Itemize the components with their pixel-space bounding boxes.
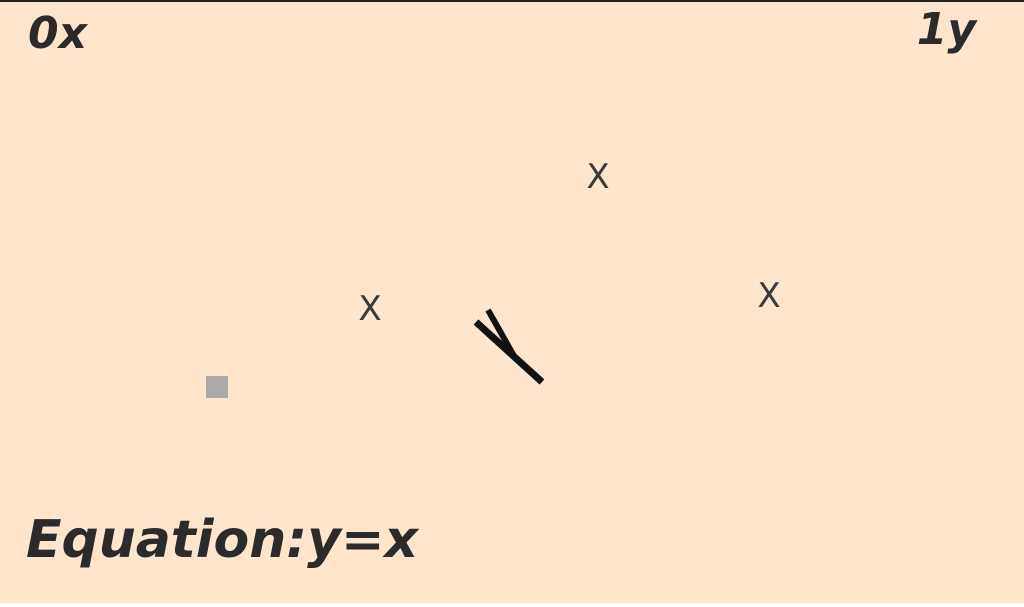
equation-label: Equation:y=x [26, 510, 419, 570]
target-x-marker[interactable]: X [358, 289, 382, 329]
bottom-border [0, 603, 1024, 607]
score-x-label: 0x [28, 8, 87, 59]
target-x-marker[interactable]: X [586, 157, 610, 197]
score-y-label: 1y [916, 4, 976, 55]
player-square[interactable] [206, 376, 228, 398]
slingshot-icon[interactable] [466, 304, 556, 394]
top-border [0, 0, 1024, 2]
target-x-marker[interactable]: X [757, 276, 781, 316]
